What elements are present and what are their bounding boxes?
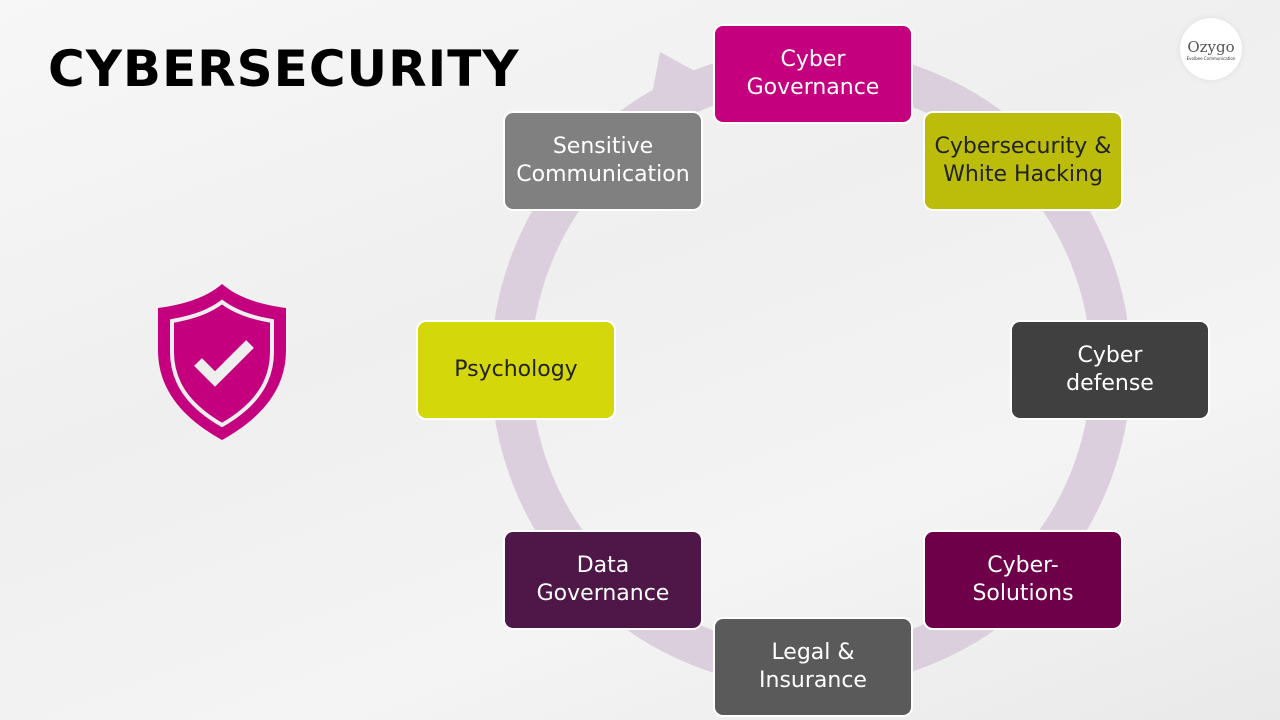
- page-title: CYBERSECURITY: [48, 40, 520, 98]
- cycle-node-label: Cybersecurity & White Hacking: [934, 134, 1112, 187]
- cycle-node-label: Cyber-Solutions: [972, 553, 1074, 606]
- cycle-node: Psychology: [416, 320, 616, 420]
- logo-tagline: Evolbee Communication: [1186, 55, 1236, 61]
- cycle-node: Legal & Insurance: [713, 617, 913, 717]
- cycle-node-label: Psychology: [454, 357, 578, 382]
- cycle-node-label: Legal & Insurance: [759, 640, 867, 693]
- cycle-node: Sensitive Communication: [503, 111, 703, 211]
- cycle-node-label: Cyber Governance: [746, 47, 880, 100]
- cycle-node: Cyber-Solutions: [923, 530, 1123, 630]
- cycle-node-label: Data Governance: [536, 553, 670, 606]
- cycle-node-label: Cyber defense: [1066, 343, 1154, 396]
- cycle-node-label: Sensitive Communication: [516, 134, 690, 187]
- cycle-node: Cyber defense: [1010, 320, 1210, 420]
- shield-check-icon: [158, 284, 286, 440]
- logo-name: Ozygo: [1187, 37, 1235, 56]
- cycle-node: Cyber Governance: [713, 24, 913, 124]
- company-logo: Ozygo Evolbee Communication: [1180, 18, 1242, 80]
- cycle-arrow-head: [650, 52, 704, 110]
- cycle-node: Data Governance: [503, 530, 703, 630]
- cycle-node: Cybersecurity & White Hacking: [923, 111, 1123, 211]
